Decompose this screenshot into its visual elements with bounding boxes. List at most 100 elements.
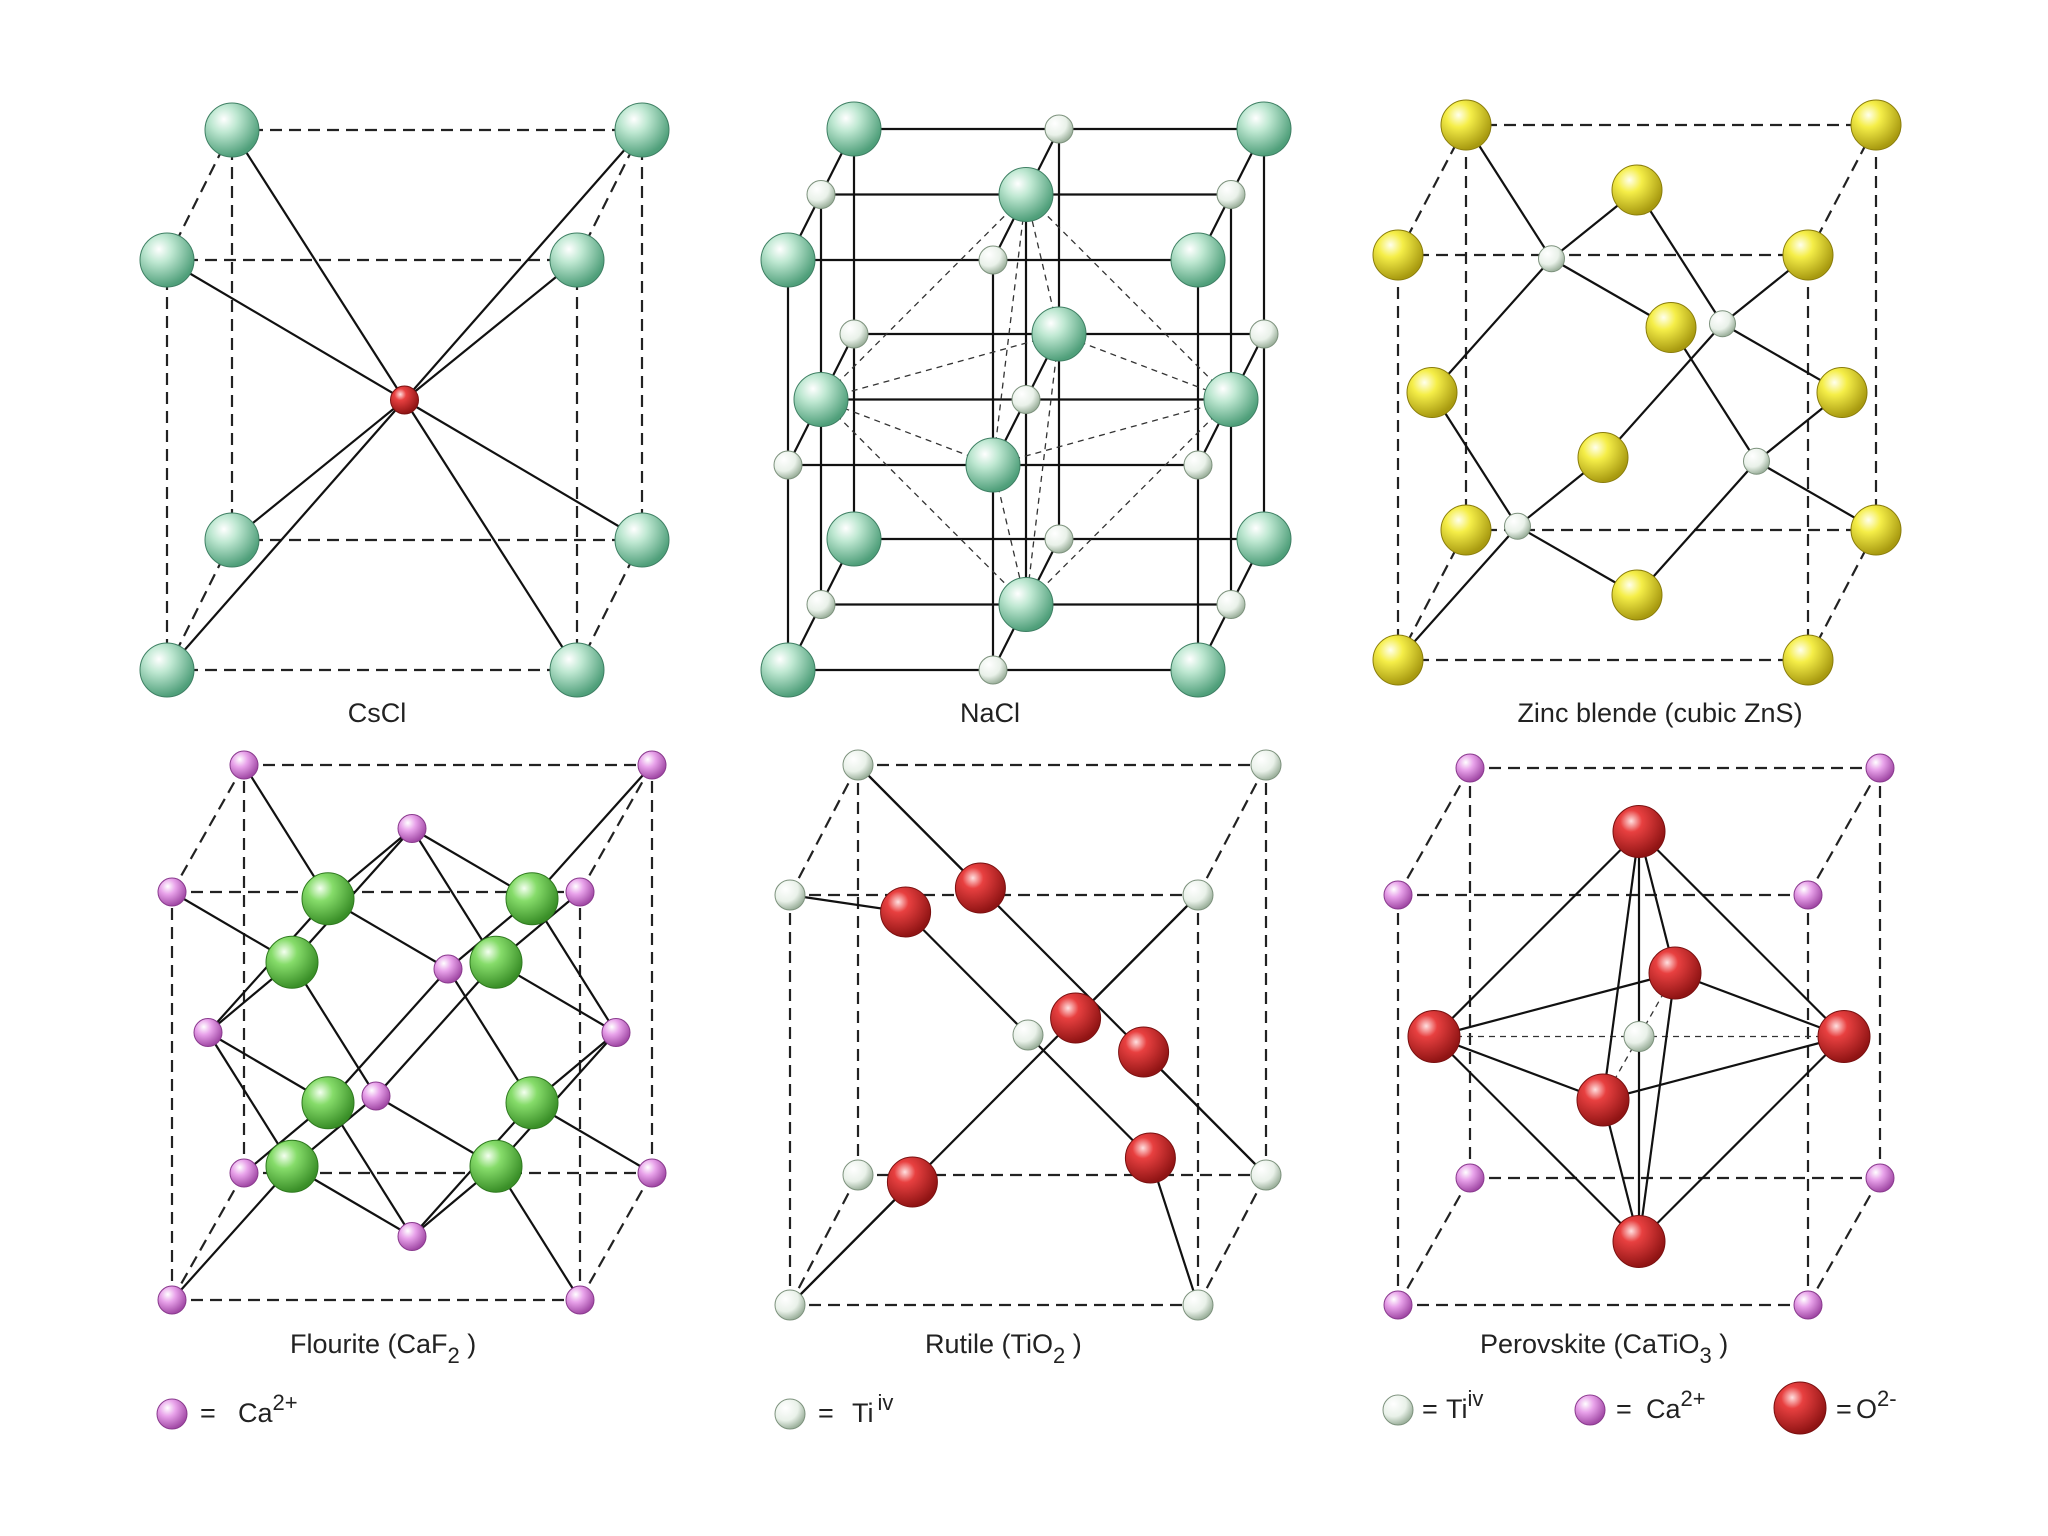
ca-atom	[637, 750, 667, 780]
s-atom	[1440, 99, 1492, 151]
ti-atom	[1012, 1019, 1044, 1051]
na-atom	[978, 655, 1008, 685]
zn-atom	[1743, 447, 1770, 475]
legend-ti-atom-icon	[1382, 1394, 1414, 1426]
f-atom	[469, 1139, 523, 1193]
cell-edge	[1807, 767, 1881, 896]
o-atom	[1118, 1026, 1170, 1078]
ti-atom	[1623, 1021, 1655, 1052]
bond-line	[857, 764, 1267, 1176]
bond-line	[1602, 323, 1724, 459]
cl-atom	[614, 512, 670, 568]
ca-atom	[397, 814, 427, 843]
na-atom	[1044, 114, 1074, 144]
cl-atom	[1203, 372, 1259, 427]
cl-atom	[139, 642, 195, 698]
cell-edge	[579, 1172, 653, 1301]
bond-line	[1431, 391, 1519, 527]
o-atom	[1648, 946, 1702, 1000]
bond-line	[1397, 525, 1519, 661]
s-atom	[1782, 229, 1834, 281]
ca-atom	[1793, 1290, 1823, 1320]
cscl-structure: CsCl	[139, 102, 670, 728]
legend-o-atom-icon	[1773, 1381, 1827, 1435]
bond-line	[327, 968, 449, 1104]
f-atom	[301, 1076, 355, 1130]
bond-line	[1465, 124, 1553, 260]
fluorite-legend: = Ca2+	[156, 1390, 298, 1430]
legend-equals: =	[1616, 1394, 1632, 1424]
na-atom	[1216, 590, 1246, 619]
na-atom	[978, 245, 1008, 275]
octahedron-edge	[1638, 830, 1845, 1038]
ti-atom	[842, 1159, 874, 1191]
ca-atom	[565, 877, 595, 907]
cl-atom	[549, 232, 605, 288]
ca-atom	[157, 1285, 187, 1315]
s-atom	[1372, 229, 1424, 281]
fluorite-structure: Flourite (CaF2 )	[157, 750, 667, 1368]
legend-ti-atom-icon	[774, 1398, 806, 1430]
cl-atom	[204, 102, 260, 158]
cl-atom	[1236, 511, 1292, 567]
octahedron-edge	[1433, 1035, 1604, 1102]
legend-ca-label: Ca2+	[1646, 1386, 1706, 1424]
nacl-caption: NaCl	[960, 698, 1020, 728]
ca-atom	[1455, 753, 1485, 783]
ca-atom	[229, 750, 259, 780]
ca-atom	[601, 1018, 631, 1047]
perovskite-legend: = Tiiv = Ca2+ = O2-	[1382, 1381, 1897, 1435]
octahedron-edge	[1637, 972, 1677, 1242]
body-diagonal-line	[166, 399, 406, 671]
cell-edge	[1397, 767, 1471, 896]
s-atom	[1850, 99, 1902, 151]
ca-atom	[229, 1158, 259, 1188]
octahedron-edge	[1433, 971, 1676, 1038]
bond-line	[375, 961, 497, 1097]
na-atom	[1216, 180, 1246, 209]
octahedron-guide	[820, 398, 994, 466]
na-atom	[1011, 385, 1041, 414]
o-atom	[1817, 1010, 1871, 1063]
ca-atom	[193, 1018, 223, 1047]
cl-atom	[826, 511, 882, 567]
octahedron-guide	[992, 194, 1027, 466]
body-diagonal-line	[231, 399, 406, 541]
cscl-caption: CsCl	[348, 698, 407, 728]
cell-edge	[1807, 1177, 1881, 1306]
bond-line	[789, 894, 1199, 1306]
cell-edge	[789, 1174, 859, 1306]
f-atom	[265, 1139, 319, 1193]
ti-atom	[842, 749, 874, 781]
octahedron-edge	[1433, 830, 1640, 1038]
legend-equals: =	[818, 1398, 834, 1428]
s-atom	[1440, 504, 1492, 556]
s-atom	[1406, 367, 1458, 418]
body-diagonal-line	[403, 399, 643, 541]
o-atom	[1576, 1073, 1630, 1127]
cl-atom	[998, 577, 1054, 632]
cs-atom	[390, 385, 419, 415]
ca-atom	[1793, 880, 1823, 910]
cl-atom	[998, 167, 1054, 222]
cell-edge	[1197, 764, 1267, 896]
octahedron-guide	[820, 333, 1060, 401]
f-atom	[505, 872, 559, 926]
na-atom	[839, 319, 869, 349]
f-atom	[505, 1076, 559, 1130]
octahedron-edge	[1602, 1035, 1845, 1102]
bond-line	[1670, 326, 1758, 462]
rutile-structure: Rutile (TiO2 )	[774, 749, 1282, 1368]
f-atom	[265, 935, 319, 989]
octahedron-guide	[820, 194, 1027, 400]
body-diagonal-line	[166, 259, 406, 401]
cl-atom	[965, 437, 1021, 493]
octahedron-edge	[1638, 1035, 1845, 1243]
cl-atom	[1170, 642, 1226, 698]
octahedron-guide	[1058, 333, 1232, 401]
zn-atom	[1504, 512, 1531, 540]
cell-edge	[789, 764, 859, 896]
s-atom	[1645, 302, 1697, 353]
